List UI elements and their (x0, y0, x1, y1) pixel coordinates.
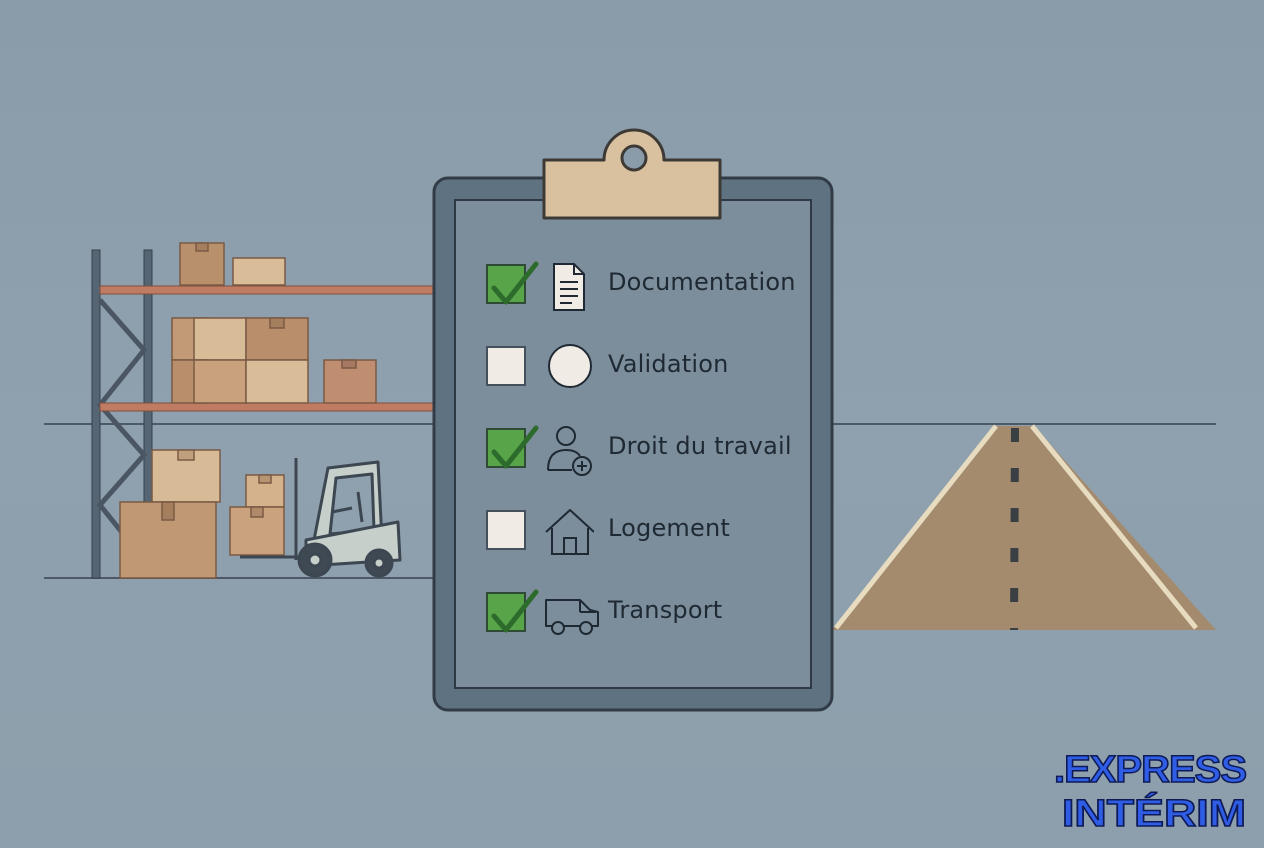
checkmark-icon (491, 261, 539, 305)
checklist-item-droit-du-travail[interactable]: Droit du travail (472, 425, 812, 476)
checkbox-unchecked[interactable] (486, 510, 526, 550)
checklist-item-label: Validation (608, 350, 729, 378)
checklist-item-label: Droit du travail (608, 432, 792, 460)
checklist-item-label: Documentation (608, 268, 796, 296)
express-interim-logo: .EXPRESS INTÉRIM (1052, 748, 1252, 832)
checkbox-checked[interactable] (486, 261, 539, 305)
checkbox-unchecked[interactable] (486, 346, 526, 386)
checkbox-checked[interactable] (486, 425, 539, 469)
van-icon (544, 590, 599, 635)
checkbox-checked[interactable] (486, 589, 539, 633)
checklist-item-logement[interactable]: Logement (472, 508, 812, 555)
checkmark-icon (491, 425, 539, 469)
user-add-icon (544, 426, 594, 476)
circle-icon (544, 344, 594, 388)
svg-text:.EXPRESS: .EXPRESS (1054, 749, 1246, 791)
checklist-item-documentation[interactable]: Documentation (472, 261, 812, 311)
boxes-top-shelf (179, 242, 286, 286)
forklift (240, 458, 402, 578)
checklist-item-label: Transport (608, 596, 723, 624)
house-icon (544, 508, 594, 555)
document-icon (544, 262, 594, 311)
checklist-item-validation[interactable]: Validation (472, 344, 812, 388)
clipboard-clip-icon (542, 128, 722, 220)
checkmark-icon (491, 589, 539, 633)
svg-text:INTÉRIM: INTÉRIM (1062, 791, 1246, 832)
boxes-middle-shelf (171, 317, 377, 404)
checklist-item-label: Logement (608, 514, 730, 542)
boxes-floor (119, 449, 285, 579)
road (832, 424, 1216, 631)
checklist-item-transport[interactable]: Transport (472, 589, 812, 635)
